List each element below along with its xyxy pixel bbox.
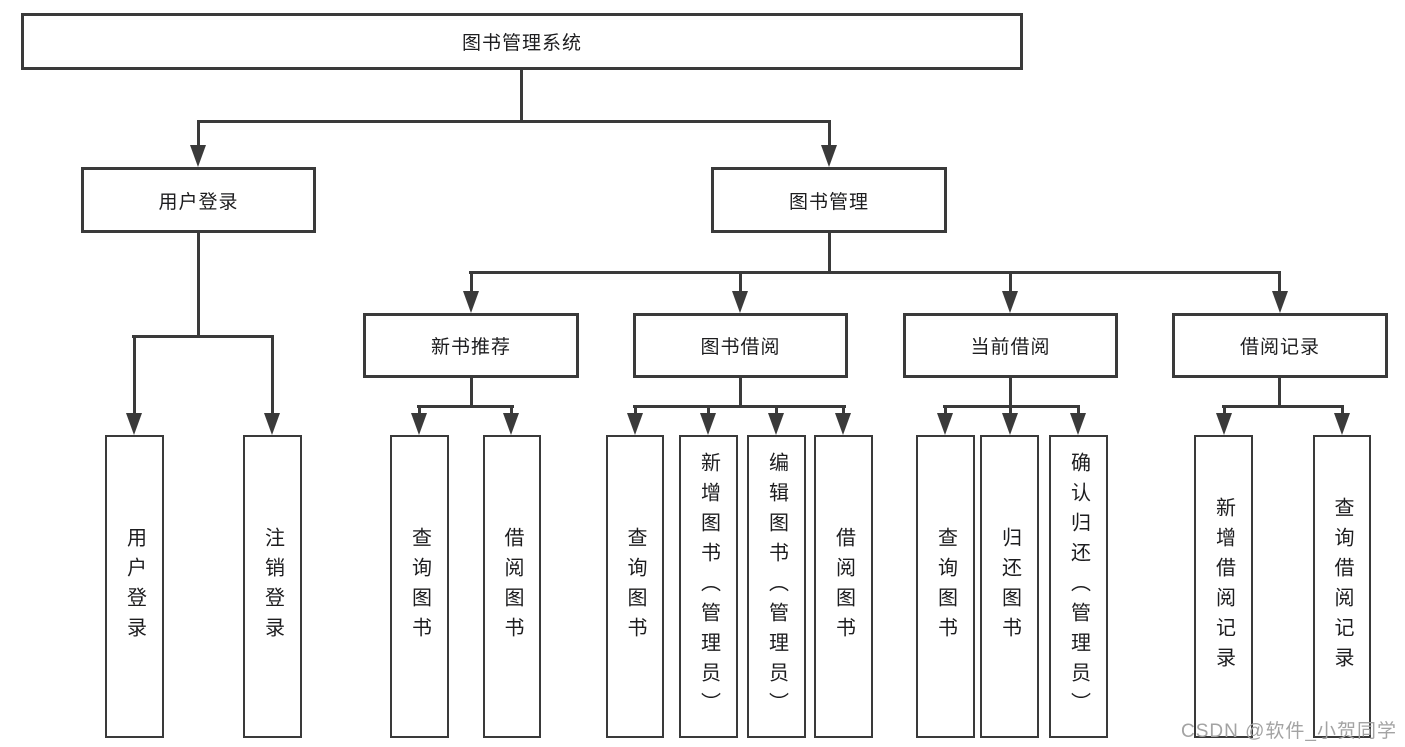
connector-drop bbox=[271, 335, 274, 415]
node-book-management: 图书管理 bbox=[711, 167, 947, 233]
arrow-down-icon bbox=[1002, 413, 1018, 435]
leaf-newbook-query-books: 查询图书 bbox=[390, 435, 449, 738]
leaf-query-borrow-record: 查询借阅记录 bbox=[1313, 435, 1371, 738]
leaf-label: 查询图书 bbox=[934, 526, 957, 647]
node-borrow-records: 借阅记录 bbox=[1172, 313, 1388, 378]
leaf-return-books: 归还图书 bbox=[980, 435, 1039, 738]
connector-drop bbox=[739, 271, 742, 293]
leaf-label: 编辑图书（管理员） bbox=[765, 451, 788, 722]
connector-drop bbox=[944, 405, 947, 415]
connector-root-stem bbox=[520, 69, 523, 122]
node-user-login: 用户登录 bbox=[81, 167, 316, 233]
arrow-down-icon bbox=[264, 413, 280, 435]
connector-drop bbox=[510, 405, 513, 415]
connector-stem bbox=[1278, 377, 1281, 407]
leaf-label: 查询图书 bbox=[408, 526, 431, 647]
arrow-down-icon bbox=[463, 291, 479, 313]
leaf-label: 用户登录 bbox=[123, 526, 146, 647]
leaf-label: 查询借阅记录 bbox=[1331, 496, 1353, 677]
leaf-label: 新增借阅记录 bbox=[1212, 496, 1235, 677]
node-root: 图书管理系统 bbox=[21, 13, 1023, 70]
connector-stem bbox=[739, 377, 742, 407]
arrow-down-icon bbox=[835, 413, 851, 435]
connector-branch-new-book bbox=[417, 405, 514, 408]
leaf-add-borrow-record: 新增借阅记录 bbox=[1194, 435, 1253, 738]
leaf-confirm-return-admin: 确认归还（管理员） bbox=[1049, 435, 1108, 738]
connector-drop bbox=[418, 405, 421, 415]
arrow-down-icon bbox=[1002, 291, 1018, 313]
connector-branch-user-login bbox=[132, 335, 274, 338]
leaf-edit-books-admin: 编辑图书（管理员） bbox=[747, 435, 806, 738]
connector-drop bbox=[1009, 271, 1012, 293]
leaf-label: 借阅图书 bbox=[832, 526, 855, 647]
connector-drop-book-management bbox=[828, 120, 831, 147]
connector-user-login-stem bbox=[197, 232, 200, 336]
arrow-down-icon bbox=[1272, 291, 1288, 313]
connector-drop bbox=[1009, 405, 1012, 415]
arrow-down-icon bbox=[1334, 413, 1350, 435]
leaf-label: 借阅图书 bbox=[501, 526, 523, 647]
leaf-logout: 注销登录 bbox=[243, 435, 302, 738]
csdn-watermark: CSDN @软件_小贺同学 bbox=[1181, 721, 1397, 742]
arrow-down-icon bbox=[1070, 413, 1086, 435]
connector-drop bbox=[1341, 405, 1344, 415]
connector-drop bbox=[842, 405, 845, 415]
connector-branch-level3 bbox=[469, 271, 1281, 274]
leaf-label: 新增图书（管理员） bbox=[697, 451, 720, 722]
connector-drop bbox=[133, 335, 136, 415]
connector-branch-borrow bbox=[633, 405, 846, 408]
connector-stem bbox=[1009, 377, 1012, 407]
arrow-down-icon bbox=[768, 413, 784, 435]
node-current-borrow: 当前借阅 bbox=[903, 313, 1118, 378]
connector-drop-user-login bbox=[197, 120, 200, 147]
leaf-label: 查询图书 bbox=[624, 526, 646, 647]
leaf-user-login: 用户登录 bbox=[105, 435, 164, 738]
leaf-label: 注销登录 bbox=[261, 526, 284, 647]
leaf-current-query-books: 查询图书 bbox=[916, 435, 975, 738]
arrow-down-icon bbox=[700, 413, 716, 435]
arrow-down-icon bbox=[126, 413, 142, 435]
connector-drop bbox=[707, 405, 710, 415]
node-new-book-recommend: 新书推荐 bbox=[363, 313, 579, 378]
arrow-down-icon bbox=[411, 413, 427, 435]
connector-drop bbox=[470, 271, 473, 293]
connector-branch-level2 bbox=[197, 120, 831, 123]
connector-branch-records bbox=[1222, 405, 1344, 408]
arrow-down-icon bbox=[937, 413, 953, 435]
connector-stem bbox=[470, 377, 473, 407]
connector-drop bbox=[775, 405, 778, 415]
arrow-down-icon bbox=[821, 145, 837, 167]
connector-drop bbox=[1077, 405, 1080, 415]
connector-drop bbox=[634, 405, 637, 415]
connector-book-management-stem bbox=[828, 232, 831, 273]
leaf-label: 确认归还（管理员） bbox=[1067, 451, 1090, 722]
connector-drop bbox=[1278, 271, 1281, 293]
arrow-down-icon bbox=[1216, 413, 1232, 435]
leaf-add-books-admin: 新增图书（管理员） bbox=[679, 435, 738, 738]
arrow-down-icon bbox=[190, 145, 206, 167]
connector-drop bbox=[1223, 405, 1226, 415]
leaf-borrow-query-books: 查询图书 bbox=[606, 435, 664, 738]
leaf-newbook-borrow-books: 借阅图书 bbox=[483, 435, 541, 738]
leaf-label: 归还图书 bbox=[998, 526, 1021, 647]
leaf-borrow-books: 借阅图书 bbox=[814, 435, 873, 738]
arrow-down-icon bbox=[732, 291, 748, 313]
arrow-down-icon bbox=[627, 413, 643, 435]
node-book-borrow: 图书借阅 bbox=[633, 313, 848, 378]
arrow-down-icon bbox=[503, 413, 519, 435]
